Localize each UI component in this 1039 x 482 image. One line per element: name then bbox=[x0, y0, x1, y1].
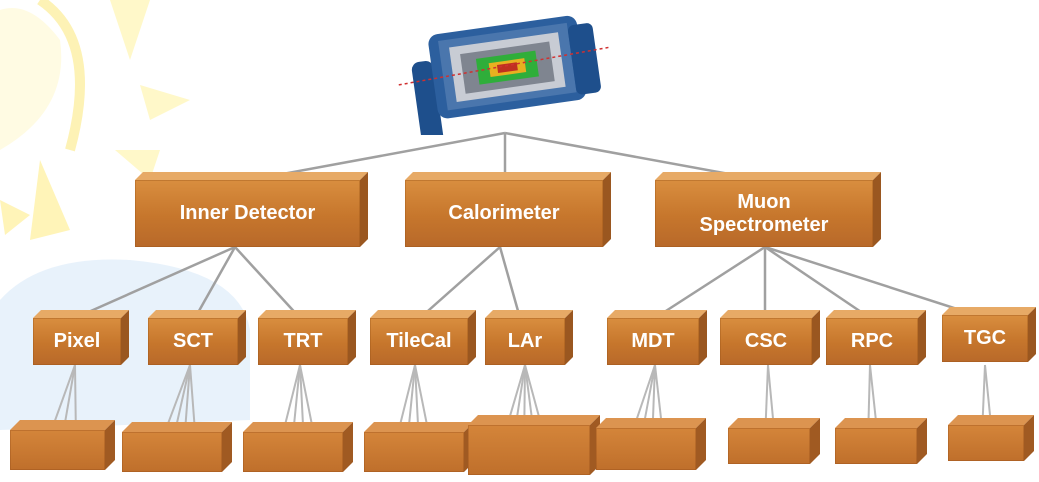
component-label: MDT bbox=[631, 330, 675, 352]
subsystem-calorimeter: Calorimeter bbox=[405, 180, 603, 247]
readout-block-tgc bbox=[948, 425, 1024, 461]
readout-block-mdt bbox=[596, 428, 696, 470]
component-trt: TRT bbox=[258, 318, 348, 365]
component-mdt: MDT bbox=[607, 318, 699, 365]
component-label: SCT bbox=[173, 330, 213, 352]
subsystem-muon-spectrometer: Muon Spectrometer bbox=[655, 180, 873, 247]
readout-block-tilecal bbox=[364, 432, 464, 472]
component-tgc: TGC bbox=[942, 315, 1028, 362]
component-label: TGC bbox=[963, 327, 1007, 349]
component-label: TileCal bbox=[386, 330, 452, 352]
component-rpc: RPC bbox=[826, 318, 918, 365]
component-csc: CSC bbox=[720, 318, 812, 365]
readout-block-sct bbox=[122, 432, 222, 472]
subsystem-label: Muon Spectrometer bbox=[699, 190, 829, 236]
component-pixel: Pixel bbox=[33, 318, 121, 365]
component-tilecal: TileCal bbox=[370, 318, 468, 365]
component-label: RPC bbox=[850, 330, 894, 352]
component-sct: SCT bbox=[148, 318, 238, 365]
readout-block-lar bbox=[468, 425, 590, 475]
readout-block-trt bbox=[243, 432, 343, 472]
component-label: Pixel bbox=[53, 330, 101, 352]
readout-block-rpc bbox=[835, 428, 917, 464]
readout-block-pixel bbox=[10, 430, 105, 470]
subsystem-label: Inner Detector bbox=[179, 202, 316, 224]
component-label: LAr bbox=[507, 330, 543, 352]
subsystem-label: Calorimeter bbox=[448, 202, 560, 224]
component-label: TRT bbox=[283, 330, 323, 352]
detector-icon bbox=[398, 15, 611, 135]
component-label: CSC bbox=[744, 330, 788, 352]
readout-block-csc bbox=[728, 428, 810, 464]
subsystem-inner-detector: Inner Detector bbox=[135, 180, 360, 247]
component-lar: LAr bbox=[485, 318, 565, 365]
